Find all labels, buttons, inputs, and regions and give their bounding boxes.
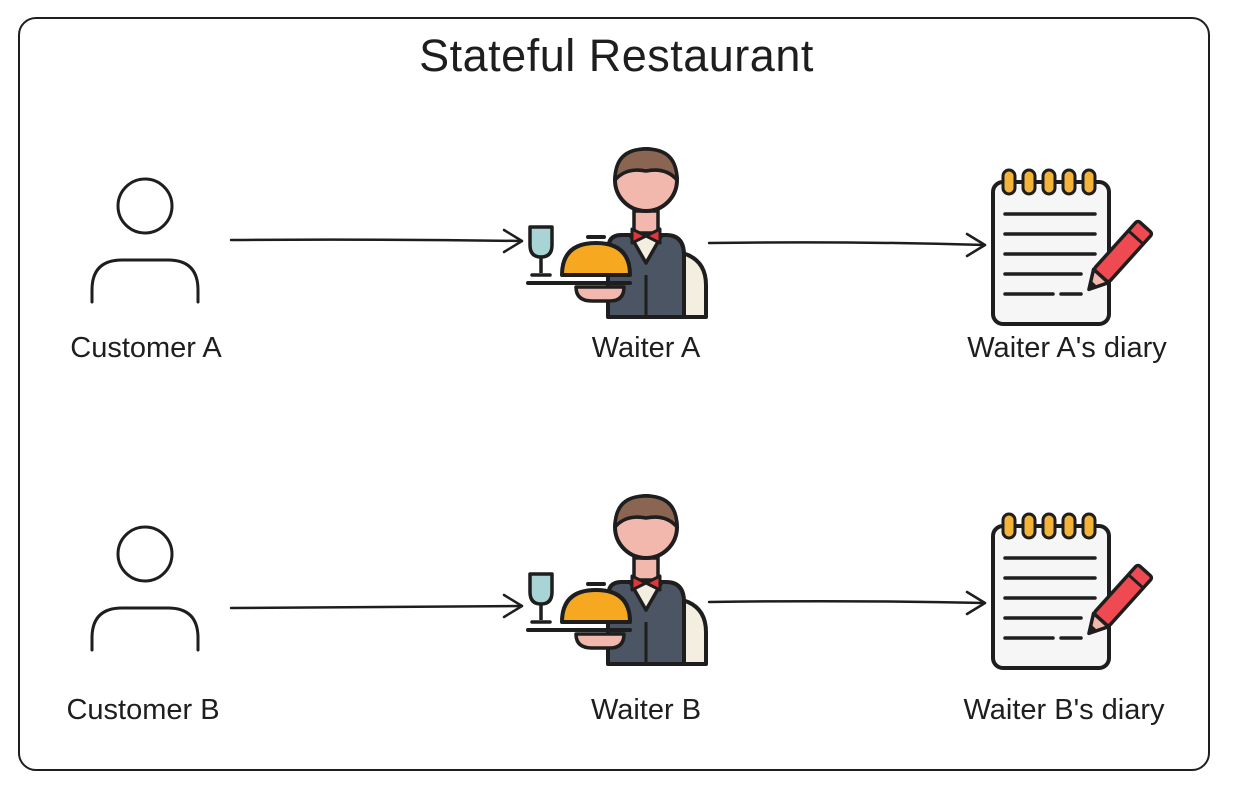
customer-b-label: Customer B bbox=[66, 694, 220, 726]
customer-b-icon bbox=[90, 525, 200, 652]
diary-b-icon bbox=[991, 512, 1155, 670]
arrow-waiter-b-to-diary-b bbox=[707, 599, 987, 605]
arrow-customer-b-to-waiter-b bbox=[229, 604, 524, 610]
arrow-waiter-a-to-diary-a bbox=[707, 241, 987, 247]
waiter-b-label: Waiter B bbox=[590, 694, 702, 726]
diagram-title: Stateful Restaurant bbox=[419, 30, 814, 81]
waiter-b-icon bbox=[526, 494, 708, 666]
arrow-customer-a-to-waiter-a bbox=[229, 238, 524, 243]
diagram-frame bbox=[18, 17, 1210, 771]
diary-a-icon bbox=[991, 168, 1155, 326]
waiter-a-icon bbox=[526, 147, 708, 319]
waiter-a-label: Waiter A bbox=[591, 332, 701, 364]
diary-a-label: Waiter A's diary bbox=[967, 332, 1167, 364]
customer-a-icon bbox=[90, 177, 200, 304]
diary-b-label: Waiter B's diary bbox=[963, 694, 1165, 726]
customer-a-label: Customer A bbox=[70, 332, 222, 364]
